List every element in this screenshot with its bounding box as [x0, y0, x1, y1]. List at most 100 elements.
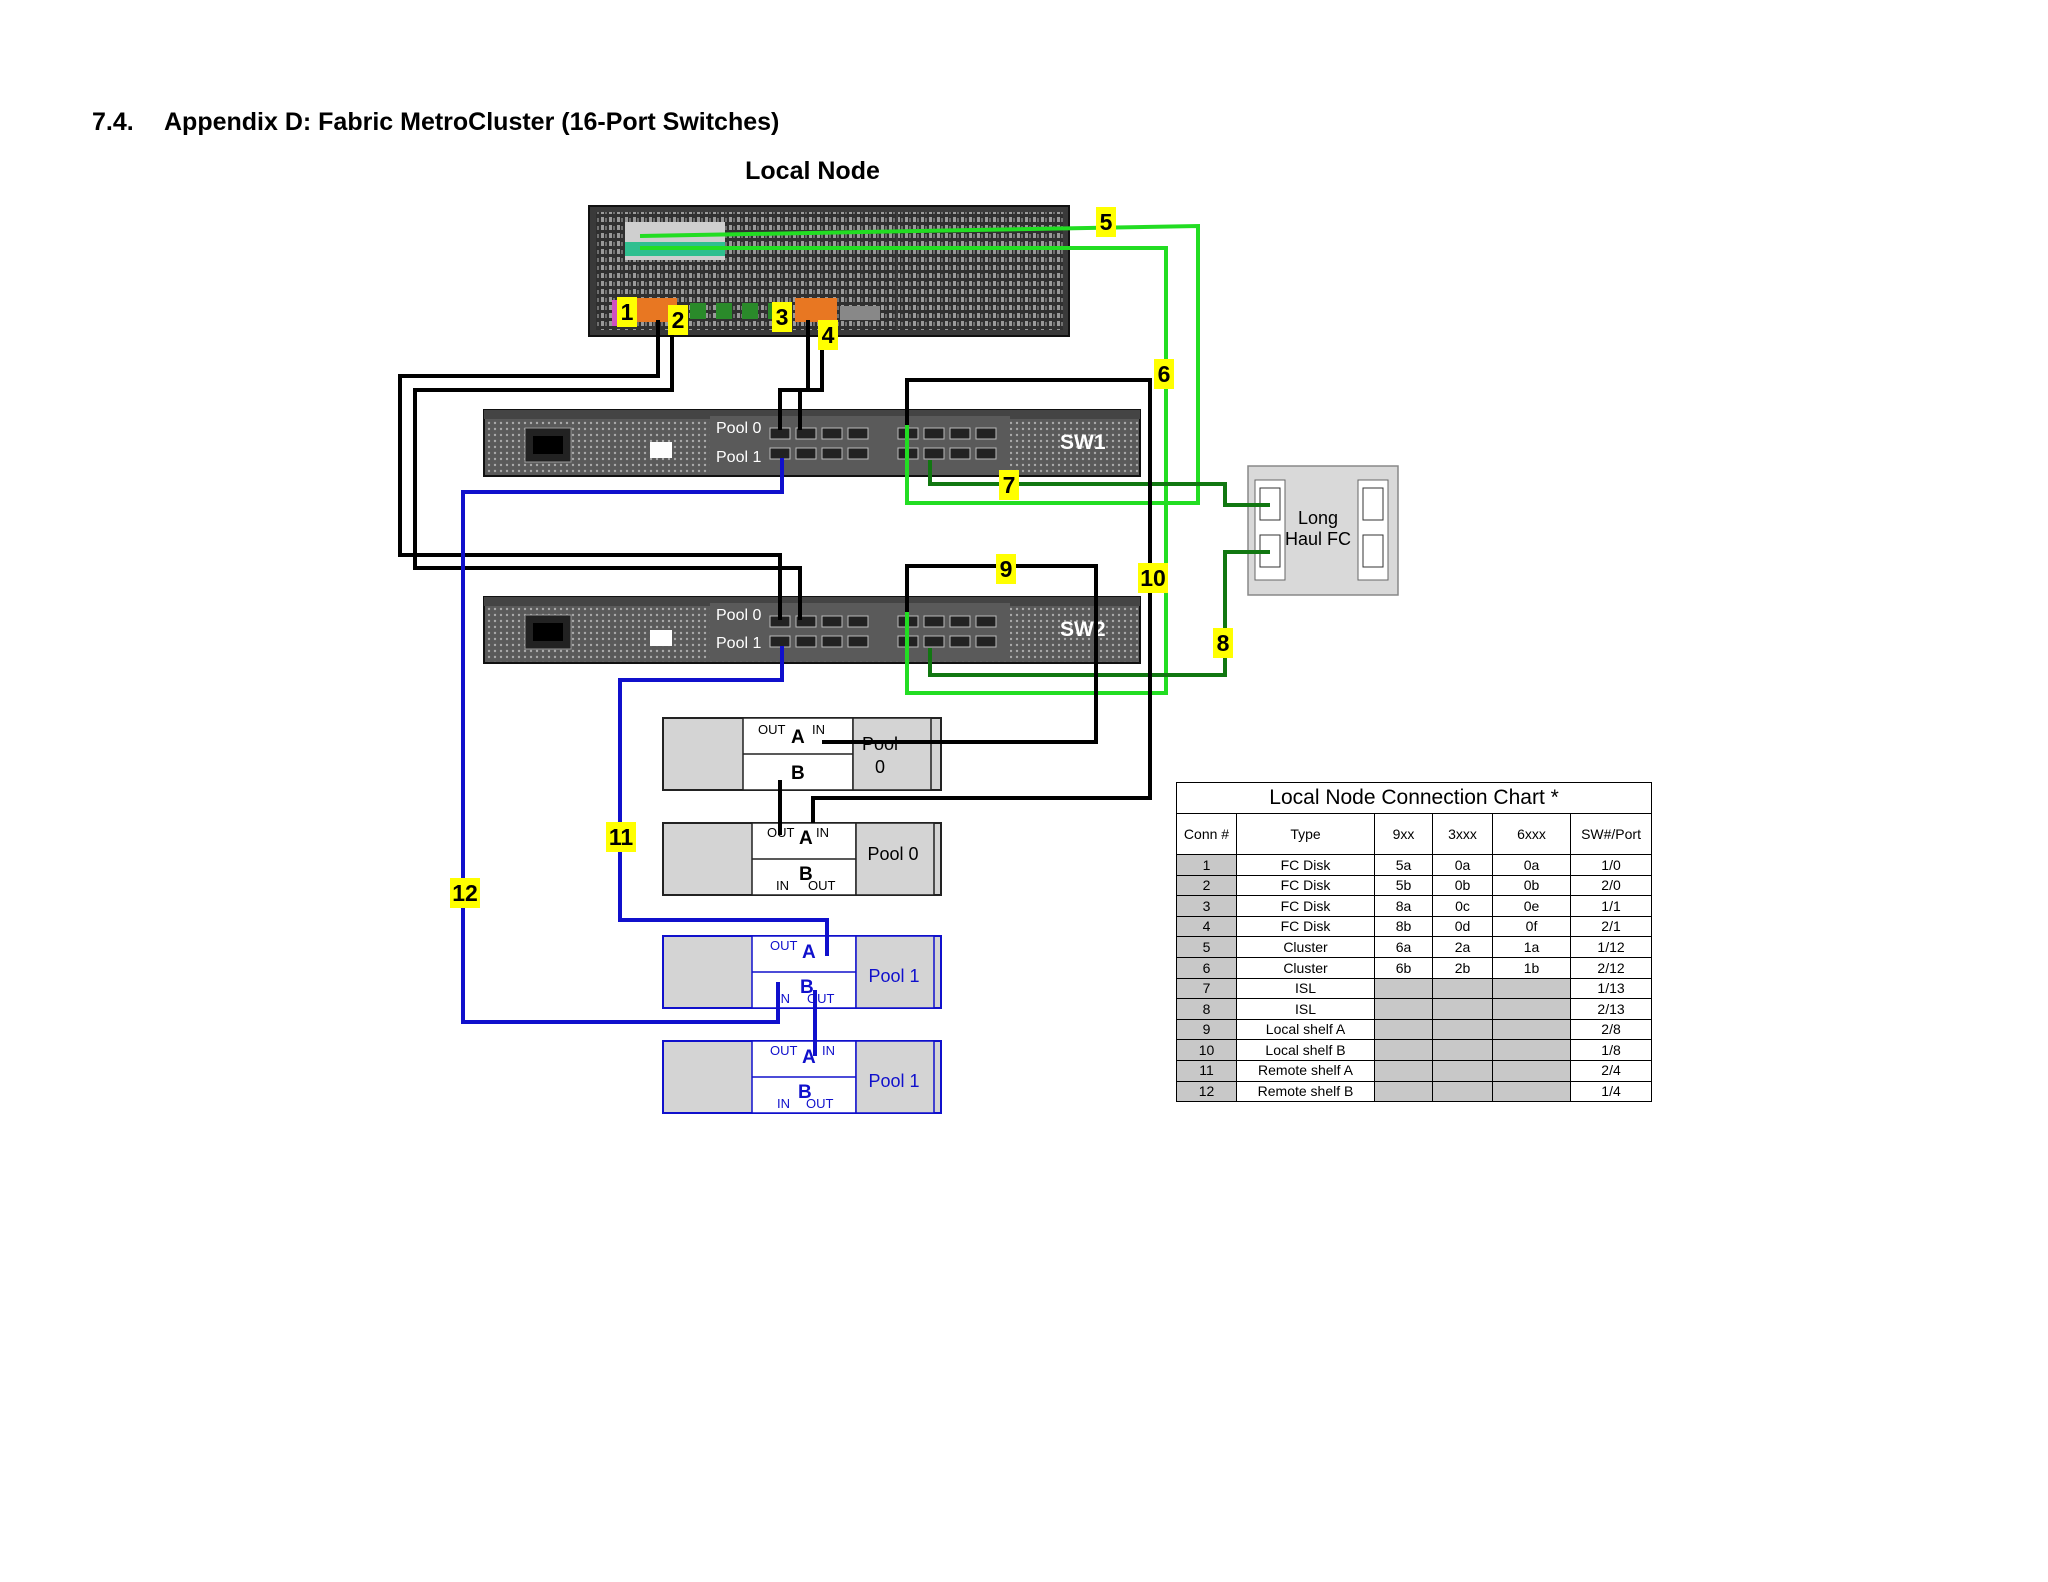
table-cell: ISL — [1236, 977, 1375, 1000]
long-haul-label-line1: Long — [1298, 508, 1338, 528]
col-header-conn: Conn # — [1176, 813, 1237, 855]
table-cell: 12 — [1176, 1080, 1237, 1103]
table-cell: 8a — [1374, 895, 1433, 917]
shelf4-pool-label: Pool 1 — [868, 1071, 919, 1091]
table-cell: 10 — [1176, 1039, 1237, 1061]
sw1-pool0-label: Pool 0 — [716, 420, 761, 437]
table-cell: FC Disk — [1236, 854, 1375, 876]
table-cell — [1374, 977, 1433, 1000]
conn-label-5: 5 — [1096, 207, 1116, 237]
table-cell — [1432, 1059, 1493, 1082]
svg-text:11: 11 — [609, 824, 634, 850]
col-header-6xxx: 6xxx — [1492, 813, 1571, 855]
table-cell: 8b — [1374, 915, 1433, 938]
sw2-pool1-label: Pool 1 — [716, 635, 761, 652]
svg-text:5: 5 — [1100, 209, 1113, 235]
shelf1-pool-label-b: 0 — [875, 757, 885, 777]
table-cell: 2a — [1432, 936, 1493, 958]
table-cell: 1 — [1176, 854, 1237, 876]
table-cell: Remote shelf A — [1236, 1059, 1375, 1082]
table-cell: ISL — [1236, 998, 1375, 1020]
connection-labels: 1 2 3 4 5 6 7 8 9 10 11 12 — [450, 207, 1233, 908]
shelf1-in-top: IN — [812, 722, 825, 737]
svg-text:8: 8 — [1217, 630, 1230, 656]
shelf4-module-a: A — [802, 1047, 816, 1068]
table-cell: 0b — [1432, 874, 1493, 897]
long-haul-fc-device: Long Haul FC — [1247, 465, 1399, 596]
svg-text:3: 3 — [776, 304, 789, 330]
conn-label-4: 4 — [818, 320, 838, 350]
shelf1-out-top: OUT — [758, 722, 786, 737]
disk-shelf-pool1-second: OUT IN A B IN OUT Pool 1 — [662, 1040, 942, 1114]
svg-text:4: 4 — [822, 322, 835, 348]
table-cell — [1374, 998, 1433, 1020]
table-cell: 0c — [1432, 895, 1493, 917]
conn-label-3: 3 — [772, 302, 792, 332]
table-cell: 5a — [1374, 854, 1433, 876]
shelf2-in-bottom: IN — [776, 878, 789, 893]
conn-label-8: 8 — [1213, 628, 1233, 658]
table-cell: 1/13 — [1569, 977, 1653, 1000]
table-cell: FC Disk — [1236, 895, 1375, 917]
switch-sw1: Pool 0 Pool 1 SW1 — [483, 409, 1141, 477]
svg-text:7: 7 — [1003, 472, 1016, 498]
table-cell: Local shelf A — [1236, 1018, 1375, 1041]
conn-label-10: 10 — [1138, 563, 1168, 593]
table-cell: 2/13 — [1569, 998, 1653, 1020]
table-cell — [1492, 1039, 1571, 1061]
shelf3-module-a: A — [802, 942, 816, 963]
shelf3-module-b: B — [800, 977, 814, 998]
table-cell: 0d — [1432, 915, 1493, 938]
table-cell — [1492, 998, 1571, 1020]
shelf3-out-top: OUT — [770, 938, 798, 953]
col-header-type: Type — [1236, 813, 1375, 855]
table-cell: 6 — [1176, 956, 1237, 979]
table-cell: 1b — [1492, 956, 1571, 979]
shelf2-out-bottom: OUT — [808, 878, 836, 893]
shelf3-out-bottom: OUT — [807, 991, 835, 1006]
table-cell: 1/0 — [1569, 854, 1653, 876]
table-cell: FC Disk — [1236, 915, 1375, 938]
table-cell: 8 — [1176, 998, 1237, 1020]
table-cell: 0b — [1492, 874, 1571, 897]
disk-shelf-pool0-first: OUT IN A B Pool 0 — [662, 717, 942, 791]
table-cell: 0a — [1432, 854, 1493, 876]
table-cell: 1/12 — [1569, 936, 1653, 958]
table-cell: FC Disk — [1236, 874, 1375, 897]
table-cell — [1432, 998, 1493, 1020]
table-cell: Remote shelf B — [1236, 1080, 1375, 1103]
conn-label-9: 9 — [996, 554, 1016, 584]
conn-label-7: 7 — [999, 470, 1019, 500]
table-cell: 2/0 — [1569, 874, 1653, 897]
table-cell: 5b — [1374, 874, 1433, 897]
svg-text:1: 1 — [621, 299, 634, 325]
shelf3-pool-label: Pool 1 — [868, 966, 919, 986]
col-header-switch-port: SW#/Port — [1569, 813, 1653, 855]
table-cell: Local shelf B — [1236, 1039, 1375, 1061]
sw1-label: SW1 — [1060, 431, 1106, 454]
table-cell — [1432, 977, 1493, 1000]
table-cell: 6a — [1374, 936, 1433, 958]
section-heading: 7.4.Appendix D: Fabric MetroCluster (16-… — [92, 108, 779, 137]
table-cell — [1432, 1080, 1493, 1103]
table-cell: 0e — [1492, 895, 1571, 917]
table-cell: 9 — [1176, 1018, 1237, 1041]
table-cell: 2/1 — [1569, 915, 1653, 938]
fc-disk-cables — [398, 320, 1152, 835]
table-cell: 2 — [1176, 874, 1237, 897]
table-cell: 4 — [1176, 915, 1237, 938]
table-cell: 2/4 — [1569, 1059, 1653, 1082]
connection-chart-table: Local Node Connection Chart * Conn # Typ… — [1175, 782, 1653, 1103]
long-haul-label-line2: Haul FC — [1285, 529, 1351, 549]
shelf4-in-bottom: IN — [777, 1096, 790, 1111]
col-header-3xxx: 3xxx — [1432, 813, 1493, 855]
